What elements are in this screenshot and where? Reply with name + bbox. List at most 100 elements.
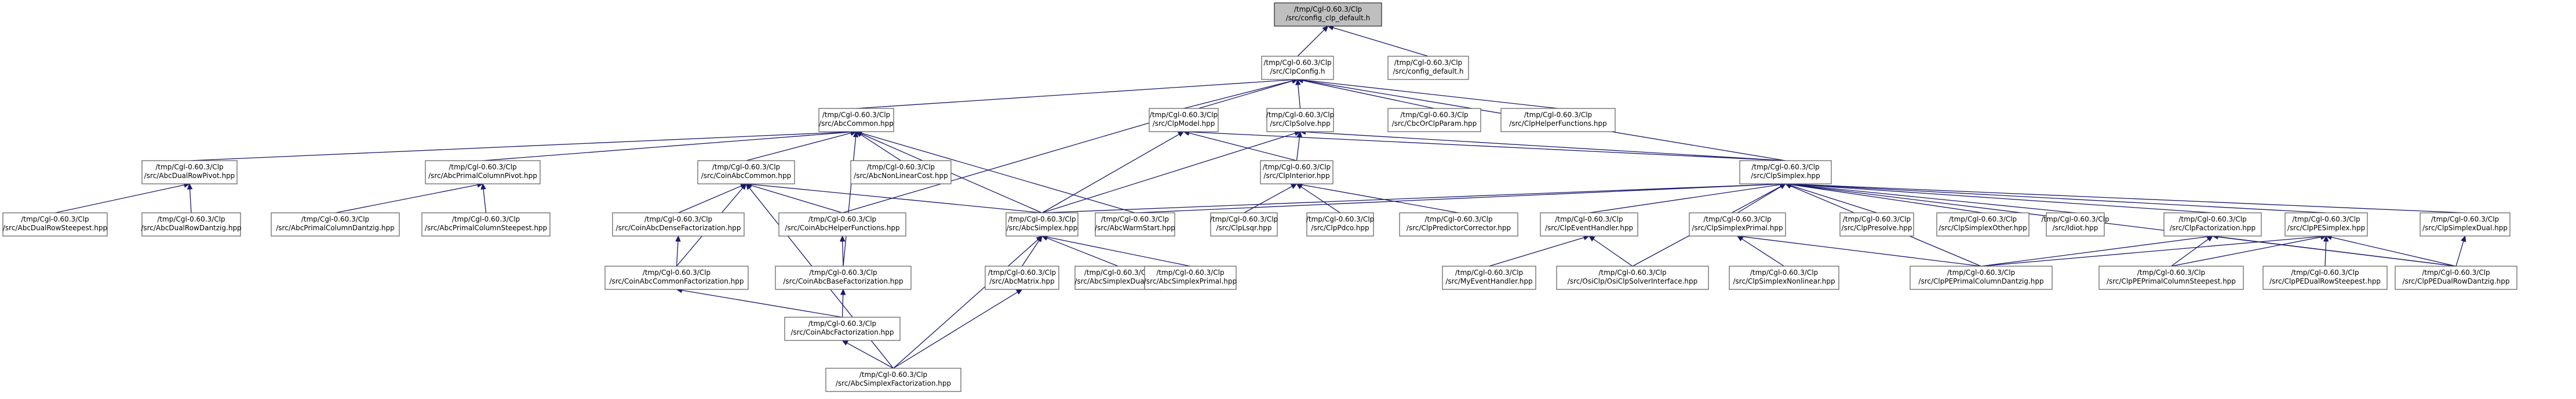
node-label-line1: /tmp/Cgl-0.60.3/Clp xyxy=(809,269,877,277)
node-label-line1: /tmp/Cgl-0.60.3/Clp xyxy=(1266,111,1334,119)
node-box xyxy=(1149,108,1219,132)
edge-clpsimplexprimal-to-clpsimplexnonlinear xyxy=(1736,235,1784,267)
file-node-myeventhandler[interactable]: /tmp/Cgl-0.60.3/Clp/src/MyEventHandler.h… xyxy=(1442,266,1536,290)
node-box xyxy=(1306,212,1374,237)
file-node-clppredictorcorrector[interactable]: /tmp/Cgl-0.60.3/Clp/src/ClpPredictorCorr… xyxy=(1399,212,1518,237)
file-node-clpsimplexprimal[interactable]: /tmp/Cgl-0.60.3/Clp/src/ClpSimplexPrimal… xyxy=(1689,212,1786,237)
file-node-abccommon[interactable]: /tmp/Cgl-0.60.3/Clp/src/AbcCommon.hpp xyxy=(818,108,894,132)
node-box xyxy=(1095,212,1175,237)
file-node-clpinterior[interactable]: /tmp/Cgl-0.60.3/Clp/src/ClpInterior.hpp xyxy=(1260,160,1333,184)
file-node-coinabcdensefactorization[interactable]: /tmp/Cgl-0.60.3/Clp/src/CoinAbcDenseFact… xyxy=(612,212,745,237)
file-node-coinabccommon[interactable]: /tmp/Cgl-0.60.3/Clp/src/CoinAbcCommon.hp… xyxy=(697,160,795,184)
file-node-abcprimalcolumnpivot[interactable]: /tmp/Cgl-0.60.3/Clp/src/AbcPrimalColumnP… xyxy=(425,160,541,184)
file-node-clpmodel[interactable]: /tmp/Cgl-0.60.3/Clp/src/ClpModel.hpp xyxy=(1149,108,1219,132)
node-box xyxy=(1387,108,1481,132)
file-node-clpsimplexnonlinear[interactable]: /tmp/Cgl-0.60.3/Clp/src/ClpSimplexNonlin… xyxy=(1729,266,1839,290)
edge-clpsimplexprimal-to-clpeprimalcolumndantzig xyxy=(1736,234,1981,267)
file-node-osiclpsolverinterface[interactable]: /tmp/Cgl-0.60.3/Clp/src/OsiClp/OsiClpSol… xyxy=(1556,266,1709,290)
file-node-clpconfig[interactable]: /tmp/Cgl-0.60.3/Clp/src/ClpConfig.h xyxy=(1261,56,1334,80)
file-node-clpedualrowdantzig[interactable]: /tmp/Cgl-0.60.3/Clp/src/ClpPEDualRowDant… xyxy=(2395,266,2517,290)
edge-arrowhead xyxy=(1588,235,1595,242)
node-box xyxy=(775,266,912,290)
file-node-clpfactorization[interactable]: /tmp/Cgl-0.60.3/Clp/src/ClpFactorization… xyxy=(2163,212,2262,237)
file-node-configdefault[interactable]: /tmp/Cgl-0.60.3/Clp/src/config_default.h xyxy=(1387,56,1469,80)
node-label-line2: /src/AbcDualRowDantzig.hpp xyxy=(141,224,241,232)
node-box xyxy=(825,368,961,392)
node-label-line2: /src/CoinAbcFactorization.hpp xyxy=(790,328,894,336)
edges-layer xyxy=(54,25,2466,369)
file-node-clppesimplex[interactable]: /tmp/Cgl-0.60.3/Clp/src/ClpPESimplex.hpp xyxy=(2284,212,2368,237)
node-box xyxy=(2098,266,2244,290)
edge-clppesimplex-to-clpeprimalcolumndantzig xyxy=(1981,234,2327,267)
node-box xyxy=(778,212,906,237)
file-node-cbcorclpparam[interactable]: /tmp/Cgl-0.60.3/Clp/src/CbcOrClpParam.hp… xyxy=(1387,108,1481,132)
node-label-line1: /tmp/Cgl-0.60.3/Clp xyxy=(155,163,223,171)
node-label-line1: /tmp/Cgl-0.60.3/Clp xyxy=(1150,111,1218,119)
file-node-clpeprimalcolumnsteepest[interactable]: /tmp/Cgl-0.60.3/Clp/src/ClpPEPrimalColum… xyxy=(2098,266,2244,290)
file-node-clpeprimalcolumndantzig[interactable]: /tmp/Cgl-0.60.3/Clp/src/ClpPEPrimalColum… xyxy=(1910,266,2053,290)
edge-abcprimalcolumnpivot-to-abcprimalcolumndantzig xyxy=(335,182,484,213)
node-label-line1: /tmp/Cgl-0.60.3/Clp xyxy=(1400,111,1468,119)
edge-clpconfig-to-abccommon xyxy=(856,77,1299,109)
node-box xyxy=(818,108,894,132)
edge-arrowhead xyxy=(187,183,193,190)
file-node-idiot[interactable]: /tmp/Cgl-0.60.3/Clp/src/Idiot.hpp xyxy=(2041,212,2109,237)
edge-arrowhead xyxy=(852,130,859,137)
file-node-abcdualrowsteepest[interactable]: /tmp/Cgl-0.60.3/Clp/src/AbcDualRowSteepe… xyxy=(2,212,108,237)
file-node-clpsimplexother[interactable]: /tmp/Cgl-0.60.3/Clp/src/ClpSimplexOther.… xyxy=(1936,212,2030,237)
file-node-clpsimplex[interactable]: /tmp/Cgl-0.60.3/Clp/src/ClpSimplex.hpp xyxy=(1739,160,1832,184)
file-node-abcprimalcolumnsteepest[interactable]: /tmp/Cgl-0.60.3/Clp/src/AbcPrimalColumnS… xyxy=(421,212,551,237)
node-label-line1: /tmp/Cgl-0.60.3/Clp xyxy=(1455,269,1523,277)
node-label-line2: /src/OsiClp/OsiClpSolverInterface.hpp xyxy=(1568,277,1697,285)
file-node-clpeventhandler[interactable]: /tmp/Cgl-0.60.3/Clp/src/ClpEventHandler.… xyxy=(1540,212,1638,237)
node-box xyxy=(1266,108,1334,132)
file-node-coinabcfactorization[interactable]: /tmp/Cgl-0.60.3/Clp/src/CoinAbcFactoriza… xyxy=(784,317,901,341)
edge-coinabchelperfunctions-to-coinabcbasefactorization xyxy=(840,235,846,267)
file-node-abcdualrowdantzig[interactable]: /tmp/Cgl-0.60.3/Clp/src/AbcDualRowDantzi… xyxy=(141,212,242,237)
file-node-abcdualrowpivot[interactable]: /tmp/Cgl-0.60.3/Clp/src/AbcDualRowPivot.… xyxy=(141,160,238,184)
node-label-line1: /tmp/Cgl-0.60.3/Clp xyxy=(859,371,927,379)
edge-arrowhead xyxy=(2323,235,2329,242)
edge-clpconfig-to-coinabchelperfunctions xyxy=(842,78,1299,213)
file-node-abcwarmstart[interactable]: /tmp/Cgl-0.60.3/Clp/src/AbcWarmStart.hpp xyxy=(1095,212,1175,237)
file-node-abcsimplexprimal[interactable]: /tmp/Cgl-0.60.3/Clp/src/AbcSimplexPrimal… xyxy=(1144,266,1237,290)
edge-arrowhead xyxy=(1295,78,1301,85)
file-node-clppresolve[interactable]: /tmp/Cgl-0.60.3/Clp/src/ClpPresolve.hpp xyxy=(1839,212,1914,237)
edge-clpsimplex-to-clpsimplexprimal xyxy=(1737,183,1787,213)
file-node-coinabcbasefactorization[interactable]: /tmp/Cgl-0.60.3/Clp/src/CoinAbcBaseFacto… xyxy=(775,266,912,290)
file-node-coinabchelperfunctions[interactable]: /tmp/Cgl-0.60.3/Clp/src/CoinAbcHelperFun… xyxy=(778,212,906,237)
file-node-clpsimplexdual[interactable]: /tmp/Cgl-0.60.3/Clp/src/ClpSimplexDual.h… xyxy=(2420,212,2511,237)
edge-arrowhead xyxy=(2206,235,2213,242)
file-node-clplsqr[interactable]: /tmp/Cgl-0.60.3/Clp/src/ClpLsqr.hpp xyxy=(1210,212,1278,237)
file-node-abcprimalcolumndantzig[interactable]: /tmp/Cgl-0.60.3/Clp/src/AbcPrimalColumnD… xyxy=(271,212,400,237)
file-node-abcsimplex[interactable]: /tmp/Cgl-0.60.3/Clp/src/AbcSimplex.hpp xyxy=(1005,212,1079,237)
node-box xyxy=(697,160,795,184)
file-node-abcsimplexfactorization[interactable]: /tmp/Cgl-0.60.3/Clp/src/AbcSimplexFactor… xyxy=(825,368,961,392)
node-label-line1: /tmp/Cgl-0.60.3/Clp xyxy=(808,320,876,328)
file-node-clphelperfunctions[interactable]: /tmp/Cgl-0.60.3/Clp/src/ClpHelperFunctio… xyxy=(1500,108,1616,132)
node-label-line1: /tmp/Cgl-0.60.3/Clp xyxy=(867,163,935,171)
node-label-line1: /tmp/Cgl-0.60.3/Clp xyxy=(157,215,225,223)
edge-clpmodel-to-abcsimplex xyxy=(1041,131,1185,213)
edge-abcprimalcolumnpivot-to-abcprimalcolumnsteepest xyxy=(480,183,487,213)
edge-arrowhead xyxy=(745,183,752,190)
file-node-clpedualrowsteepest[interactable]: /tmp/Cgl-0.60.3/Clp/src/ClpPEDualRowStee… xyxy=(2262,266,2388,290)
file-node-abcmatrix[interactable]: /tmp/Cgl-0.60.3/Clp/src/AbcMatrix.hpp xyxy=(985,266,1059,290)
edge-arrowhead xyxy=(1015,289,1023,295)
file-node-coinabccommonfactorization[interactable]: /tmp/Cgl-0.60.3/Clp/src/CoinAbcCommonFac… xyxy=(604,266,749,290)
node-box xyxy=(1399,212,1518,237)
node-label-line2: /src/ClpLsqr.hpp xyxy=(1216,224,1272,232)
edge-arrowhead xyxy=(840,235,846,242)
node-label-line1: /tmp/Cgl-0.60.3/Clp xyxy=(1703,215,1771,223)
node-box xyxy=(271,212,400,237)
file-node-abcnonlinearcost[interactable]: /tmp/Cgl-0.60.3/Clp/src/AbcNonLinearCost… xyxy=(850,160,952,184)
file-node-clpsolve[interactable]: /tmp/Cgl-0.60.3/Clp/src/ClpSolve.hpp xyxy=(1266,108,1334,132)
edge-coinabcbasefactorization-to-coinabcfactorization xyxy=(840,288,846,318)
edge-arrowhead xyxy=(740,183,747,190)
node-box xyxy=(1210,212,1278,237)
file-node-clppdco[interactable]: /tmp/Cgl-0.60.3/Clp/src/ClpPdco.hpp xyxy=(1306,212,1374,237)
node-label-line1: /tmp/Cgl-0.60.3/Clp xyxy=(452,215,520,223)
node-label-line2: /src/ClpSimplexOther.hpp xyxy=(1939,224,2027,232)
node-box xyxy=(985,266,1059,290)
